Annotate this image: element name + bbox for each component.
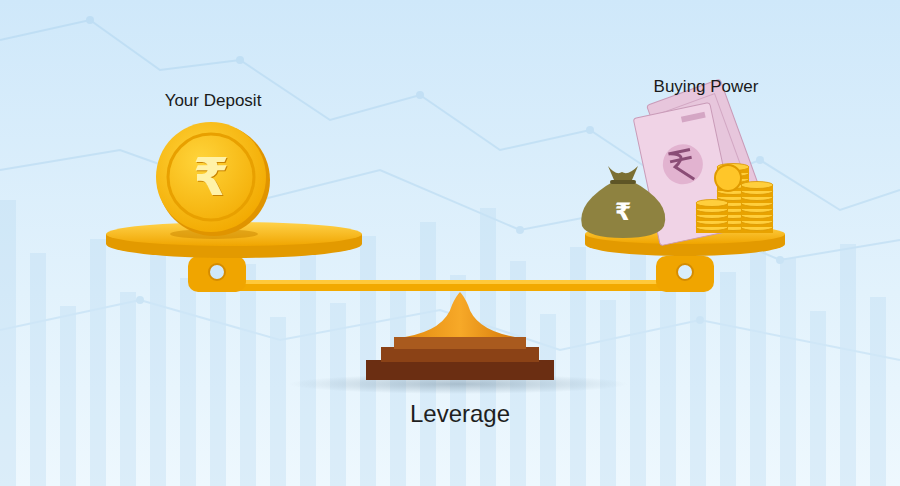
- caption: Leverage: [410, 401, 510, 427]
- rupee-coin: [156, 122, 270, 236]
- fulcrum: [405, 292, 515, 337]
- pan-label: Buying Power: [654, 78, 759, 97]
- chart-texture: [0, 16, 900, 486]
- scale-base: [366, 337, 554, 380]
- money-bag: [581, 166, 665, 238]
- coin-stacks: [696, 164, 773, 234]
- rupee-symbol: ₹: [615, 199, 632, 225]
- scale-beam: [188, 256, 714, 292]
- pan-label: Your Deposit: [165, 92, 262, 111]
- rupee-symbol: ₹: [193, 149, 229, 206]
